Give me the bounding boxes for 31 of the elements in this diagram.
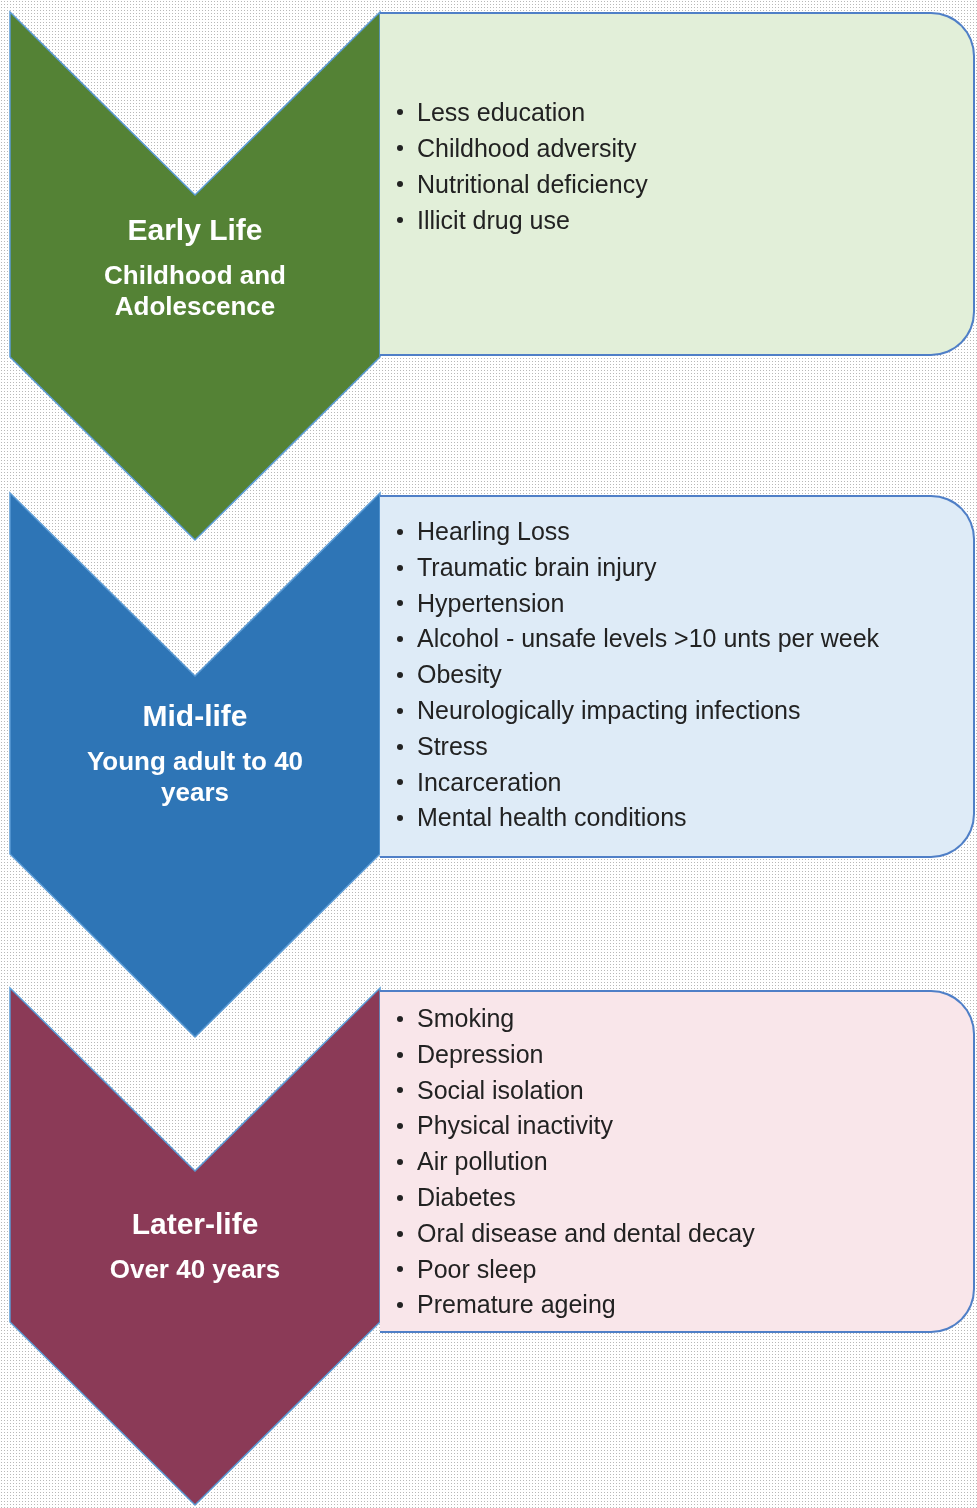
- risk-factor-item: Obesity: [417, 660, 502, 689]
- risk-factor-item: Alcohol - unsafe levels >10 unts per week: [417, 624, 880, 653]
- risk-factor-item: Childhood adversity: [417, 134, 637, 162]
- risk-factor-item: Stress: [417, 731, 488, 760]
- risk-factor-item: Diabetes: [417, 1183, 516, 1211]
- risk-factor-item: Traumatic brain injury: [417, 552, 657, 581]
- risk-factor-item: Hearling Loss: [417, 517, 570, 545]
- risk-factor-item: Air pollution: [417, 1147, 548, 1176]
- stage-subtitle: Childhood and Adolescence: [103, 260, 287, 322]
- risk-factor-item: Less education: [417, 98, 586, 126]
- risk-factor-panel: [380, 495, 975, 858]
- risk-factor-item: Physical inactivity: [417, 1111, 613, 1140]
- risk-factor-item: Hypertension: [417, 588, 565, 617]
- stage-heading: Mid-life: [141, 698, 249, 734]
- risk-factor-item: Smoking: [417, 1004, 515, 1032]
- risk-factor-item: Nutritional deficiency: [417, 170, 648, 198]
- stage-subtitle: Young adult to 40 years: [85, 746, 305, 808]
- stage-subtitle: Over 40 years: [108, 1254, 282, 1285]
- risk-factor-item: Incarceration: [417, 767, 562, 796]
- risk-factor-item: Oral disease and dental decay: [417, 1218, 755, 1247]
- risk-factor-item: Neurologically impacting infections: [417, 696, 801, 724]
- risk-factor-item: Premature ageing: [417, 1290, 616, 1319]
- risk-factor-item: Poor sleep: [417, 1254, 537, 1283]
- risk-factor-item: Depression: [417, 1039, 544, 1068]
- risk-factor-item: Mental health conditions: [417, 803, 687, 832]
- risk-factor-item: Illicit drug use: [417, 206, 570, 234]
- risk-factor-panel: [380, 990, 975, 1333]
- stage-heading: Later-life: [130, 1206, 260, 1242]
- risk-factor-item: Social isolation: [417, 1075, 584, 1104]
- risk-factor-panel: [380, 12, 975, 356]
- stage-heading: Early Life: [126, 212, 264, 248]
